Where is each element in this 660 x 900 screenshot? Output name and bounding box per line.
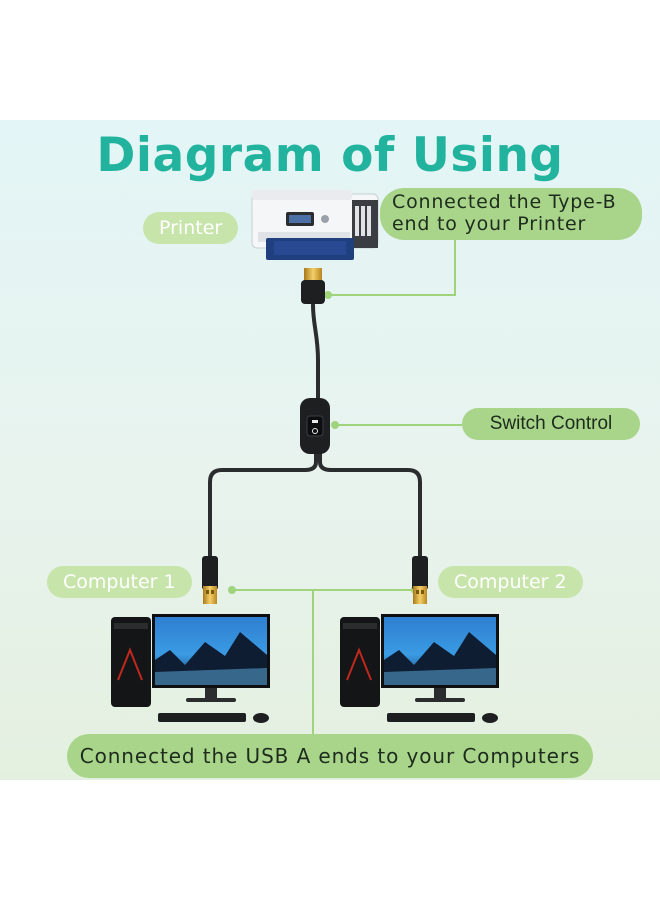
computer-1-leader-dot — [228, 586, 236, 594]
cable-branch-right — [318, 448, 422, 562]
desktop-computer-left-icon — [111, 614, 270, 723]
diagram-artwork — [111, 190, 499, 734]
switch-control-callout: Switch Control — [462, 408, 640, 440]
y-cable — [208, 303, 422, 562]
printer-label: Printer — [143, 212, 239, 244]
diagram-title: Diagram of Using — [96, 128, 564, 183]
leader-lines — [232, 236, 462, 734]
computer-2-label: Computer 2 — [438, 566, 583, 598]
diagram-panel: Diagram of Using Printer Connected the T… — [0, 120, 660, 780]
switch-leader-dot — [331, 421, 339, 429]
computer-1-label: Computer 1 — [47, 566, 192, 598]
usb-b-plug-icon — [301, 268, 325, 304]
type-b-callout-line-1: Connected the Type-B — [392, 191, 617, 213]
inline-switch-icon — [300, 398, 330, 454]
type-b-leader-line — [328, 236, 456, 296]
usb-a-plug-right-icon — [412, 556, 428, 604]
cable-trunk — [311, 303, 320, 402]
type-b-callout-line-2: end to your Printer — [392, 212, 587, 235]
cable-branch-left — [208, 448, 318, 562]
desktop-computer-right-icon — [340, 614, 499, 723]
printer-icon — [251, 190, 379, 260]
type-b-leader-dot — [324, 291, 332, 299]
type-b-callout: Connected the Type-B end to your Printer — [380, 188, 642, 240]
usb-a-callout: Connected the USB A ends to your Compute… — [67, 734, 593, 778]
usb-a-plug-left-icon — [202, 556, 218, 604]
